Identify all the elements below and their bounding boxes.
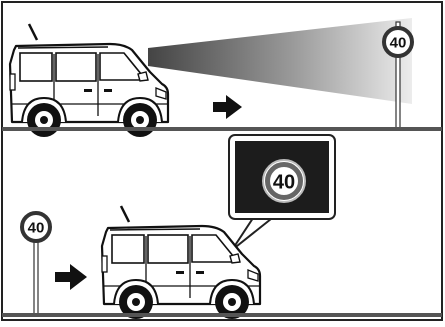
speed-limit-sign: 40 [384, 28, 412, 56]
road-ground-line-bottom [2, 313, 442, 317]
roadside-speed-limit-value: 40 [28, 220, 45, 237]
speed-limit-value: 40 [390, 35, 407, 52]
display-speed-sign: 40 [263, 160, 305, 202]
roadside-speed-limit-sign: 40 [22, 213, 50, 241]
roadside-sign-post [34, 232, 38, 314]
road-ground-line [2, 127, 442, 131]
display-speed-value: 40 [273, 172, 295, 194]
